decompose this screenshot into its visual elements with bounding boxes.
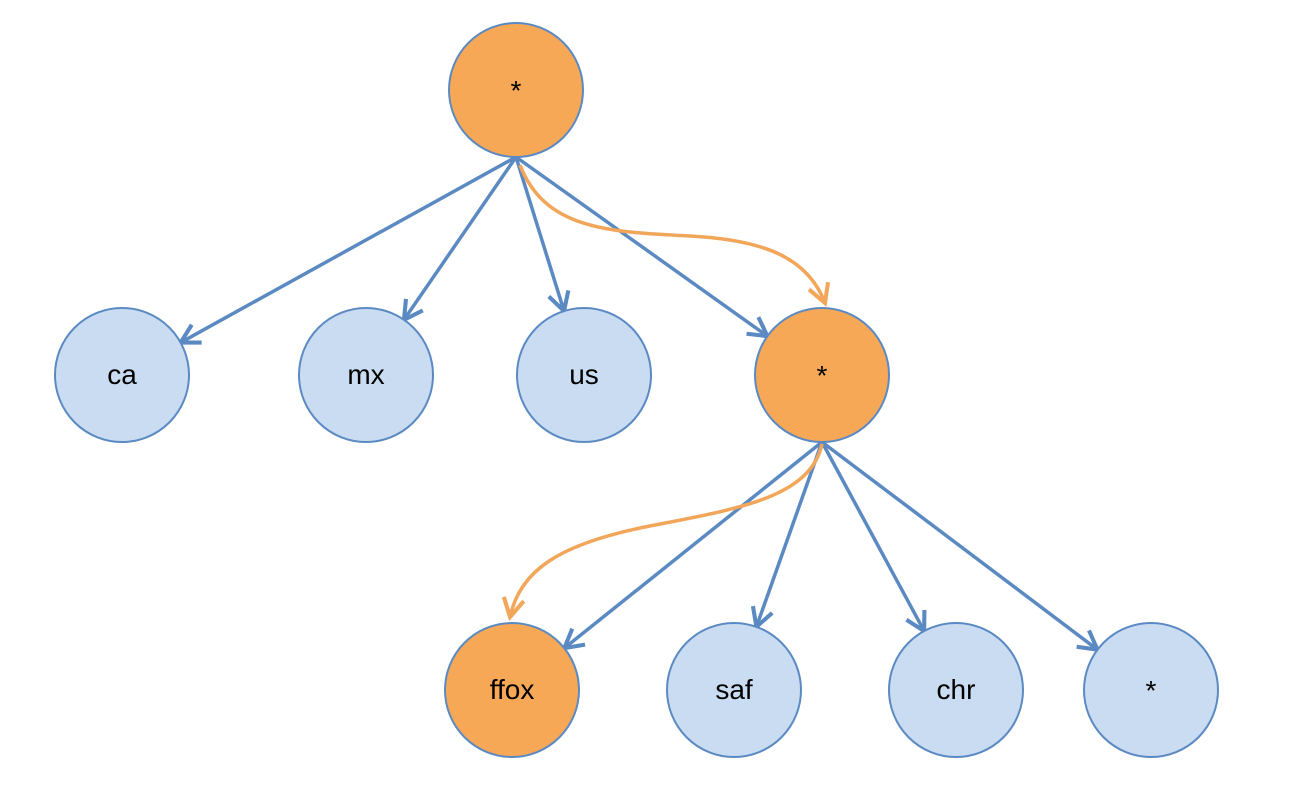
- node-ffox-label: ffox: [490, 674, 535, 705]
- node-ca-label: ca: [107, 359, 137, 390]
- edge-layer: [181, 155, 1098, 650]
- edge-star2-to-saf: [756, 441, 824, 627]
- edge-star2-to-chr: [820, 441, 924, 631]
- highlight-path-layer: [510, 164, 825, 617]
- node-ffox: ffox: [444, 622, 580, 758]
- node-us-label: us: [569, 359, 599, 390]
- node-chr-label: chr: [937, 674, 976, 705]
- node-saf: saf: [666, 622, 802, 758]
- node-saf-label: saf: [715, 674, 753, 705]
- node-mx-label: mx: [347, 359, 384, 390]
- edge-root-to-star2: [514, 155, 767, 336]
- node-mx: mx: [298, 307, 434, 443]
- edge-star2-to-ffox: [564, 440, 824, 648]
- node-us: us: [516, 307, 652, 443]
- highlight-arrow-root-to-star2: [518, 164, 825, 303]
- edge-star2-to-star3: [820, 440, 1097, 650]
- edge-root-to-us: [514, 156, 564, 311]
- highlight-arrow-star2-to-ffox: [510, 443, 824, 617]
- node-star3: *: [1083, 622, 1219, 758]
- node-chr: chr: [888, 622, 1024, 758]
- node-star2-label: *: [817, 360, 828, 391]
- node-star3-label: *: [1146, 675, 1157, 706]
- node-star2: *: [754, 307, 890, 443]
- node-layer: * ca mx us * ffox saf chr: [54, 22, 1219, 758]
- node-root: *: [448, 22, 584, 158]
- edge-root-to-mx: [404, 156, 518, 320]
- edge-root-to-ca: [181, 155, 517, 343]
- node-ca: ca: [54, 307, 190, 443]
- node-root-label: *: [511, 75, 522, 106]
